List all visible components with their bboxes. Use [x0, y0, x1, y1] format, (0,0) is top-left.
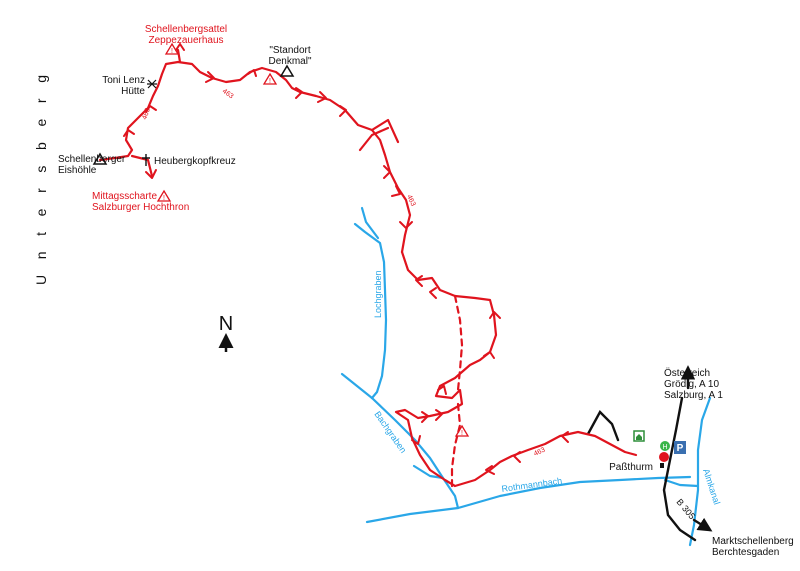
direction-arrow-icon: [205, 71, 215, 83]
direction-arrow-icon: [435, 409, 443, 421]
summit-triangle-icon: [279, 64, 295, 77]
direction-arrow-icon: [295, 87, 303, 99]
north-label: N: [219, 313, 233, 335]
start-point: [659, 452, 669, 462]
direction-arrow-icon: [317, 91, 327, 103]
berchtesgaden-label: Berchtesgaden: [712, 547, 779, 558]
tower-icon: [660, 463, 664, 468]
road-network: [586, 365, 713, 542]
trail-alt-dashed-2: [450, 402, 462, 488]
svg-text:!: !: [269, 78, 271, 85]
lochgraben-label: Lochgraben: [373, 270, 383, 318]
warning-triangle-icon: !: [156, 189, 172, 202]
road-passthurm-spur: [586, 410, 620, 442]
direction-arrow-icon: [489, 311, 501, 319]
trail-number: 463: [141, 107, 152, 120]
direction-arrow-icon: [561, 431, 569, 443]
lochgraben-branch-2: [340, 372, 374, 400]
lochgraben-stream: [353, 222, 388, 400]
trail-number: 463: [221, 88, 235, 100]
standort-label: "Standort: [269, 45, 311, 56]
trail-branch-2: [370, 118, 400, 144]
direction-arrow-icon: [339, 105, 347, 117]
svg-text:!: !: [163, 195, 165, 202]
direction-arrow-icon: [437, 385, 447, 395]
denkmal-label: Denkmal": [268, 56, 311, 67]
trail-spur-schellenbergsattel: [176, 48, 182, 64]
bachgraben-stream: [370, 396, 460, 510]
svg-text:!: !: [461, 430, 463, 437]
bus-stop-icon: H: [660, 441, 670, 451]
schellenbergsattel-label: Schellenbergsattel: [145, 24, 227, 35]
direction-arrow-icon: [145, 169, 157, 179]
heubergkopfkreuz-label: Heubergkopfkreuz: [154, 156, 236, 167]
cross-icon: [142, 154, 150, 166]
zeppezauerhaus-label: Zeppezauerhaus: [148, 35, 223, 46]
direction-arrow-icon: [145, 105, 157, 113]
parking-icon: P: [674, 441, 686, 454]
trail-branch-1: [358, 126, 390, 152]
passthurm-label: Paßthurm: [609, 462, 653, 473]
warning-triangle-icon: !: [164, 42, 180, 55]
svg-text:!: !: [171, 48, 173, 55]
road-b305: [662, 396, 697, 542]
marktschellenberg-label: Marktschellenberg: [712, 536, 794, 547]
trail-number: 463: [533, 446, 547, 457]
toni-lenz-label: Toni Lenz: [102, 75, 145, 86]
rothmannbach-stream: [365, 475, 692, 524]
almkanal-label: Almkanal: [701, 468, 722, 506]
untersberg-label: Untersberg: [33, 75, 49, 285]
warning-triangle-icon: !: [262, 72, 278, 85]
trail-number-labels: 463 463 463 463: [141, 88, 546, 458]
groedig-label: Grödig, A 10: [664, 379, 719, 390]
water-network: [340, 206, 712, 547]
summit-triangle-icon: [92, 152, 108, 165]
almkanal-branch: [663, 478, 700, 488]
direction-arrow-icon: [421, 411, 429, 423]
trail-direction-arrows: [123, 43, 569, 475]
trail-number: 463: [405, 194, 416, 208]
trail-463: [98, 48, 638, 488]
trail-spur-heuberg: [130, 154, 154, 178]
direction-arrow-icon: [513, 451, 521, 463]
direction-arrow-icon: [123, 129, 135, 137]
bachgraben-branch: [412, 464, 445, 480]
direction-arrow-icon: [383, 165, 391, 179]
trail-segment-middle: [394, 250, 638, 488]
direction-arrow-icon: [415, 275, 423, 287]
direction-arrow-icon: [391, 185, 401, 197]
svg-text:P: P: [677, 443, 684, 454]
direction-arrow-icon: [411, 435, 421, 445]
direction-arrow-icon: [485, 465, 495, 475]
mittagsscharte-label: Mittagsscharte: [92, 191, 157, 202]
labels: Untersberg N Schellenbergsattel Zeppezau…: [33, 24, 794, 558]
huette-label: Hütte: [121, 86, 145, 97]
almkanal-stream: [688, 396, 712, 547]
direction-arrow-icon: [429, 287, 437, 299]
warning-triangle-icon: !: [454, 424, 470, 437]
hochthron-label: Salzburger Hochthron: [92, 202, 189, 213]
direction-arrow-icon: [399, 221, 413, 229]
direction-arrow-icon: [175, 43, 185, 51]
direction-arrow-icon: [483, 351, 495, 359]
salzburg-label: Salzburg, A 1: [664, 390, 723, 401]
svg-text:H: H: [662, 444, 667, 451]
oesterreich-label: Österreich: [664, 367, 710, 379]
b305-label: B 305: [674, 497, 697, 521]
direction-arrow-icon: [247, 69, 257, 77]
hut-icon: [147, 79, 157, 89]
info-icon: [633, 430, 645, 442]
lochgraben-branch-1: [360, 206, 380, 240]
eishoehle-label-1: Schellenberger: [58, 154, 126, 165]
rothmannbach-label: Rothmannbach: [501, 476, 563, 494]
symbols: ! ! ! ! H P: [92, 42, 686, 468]
eishoehle-label-2: Eishöhle: [58, 165, 97, 176]
road-arrow-southeast: [692, 517, 713, 532]
trail-alt-dashed-1: [453, 294, 464, 392]
